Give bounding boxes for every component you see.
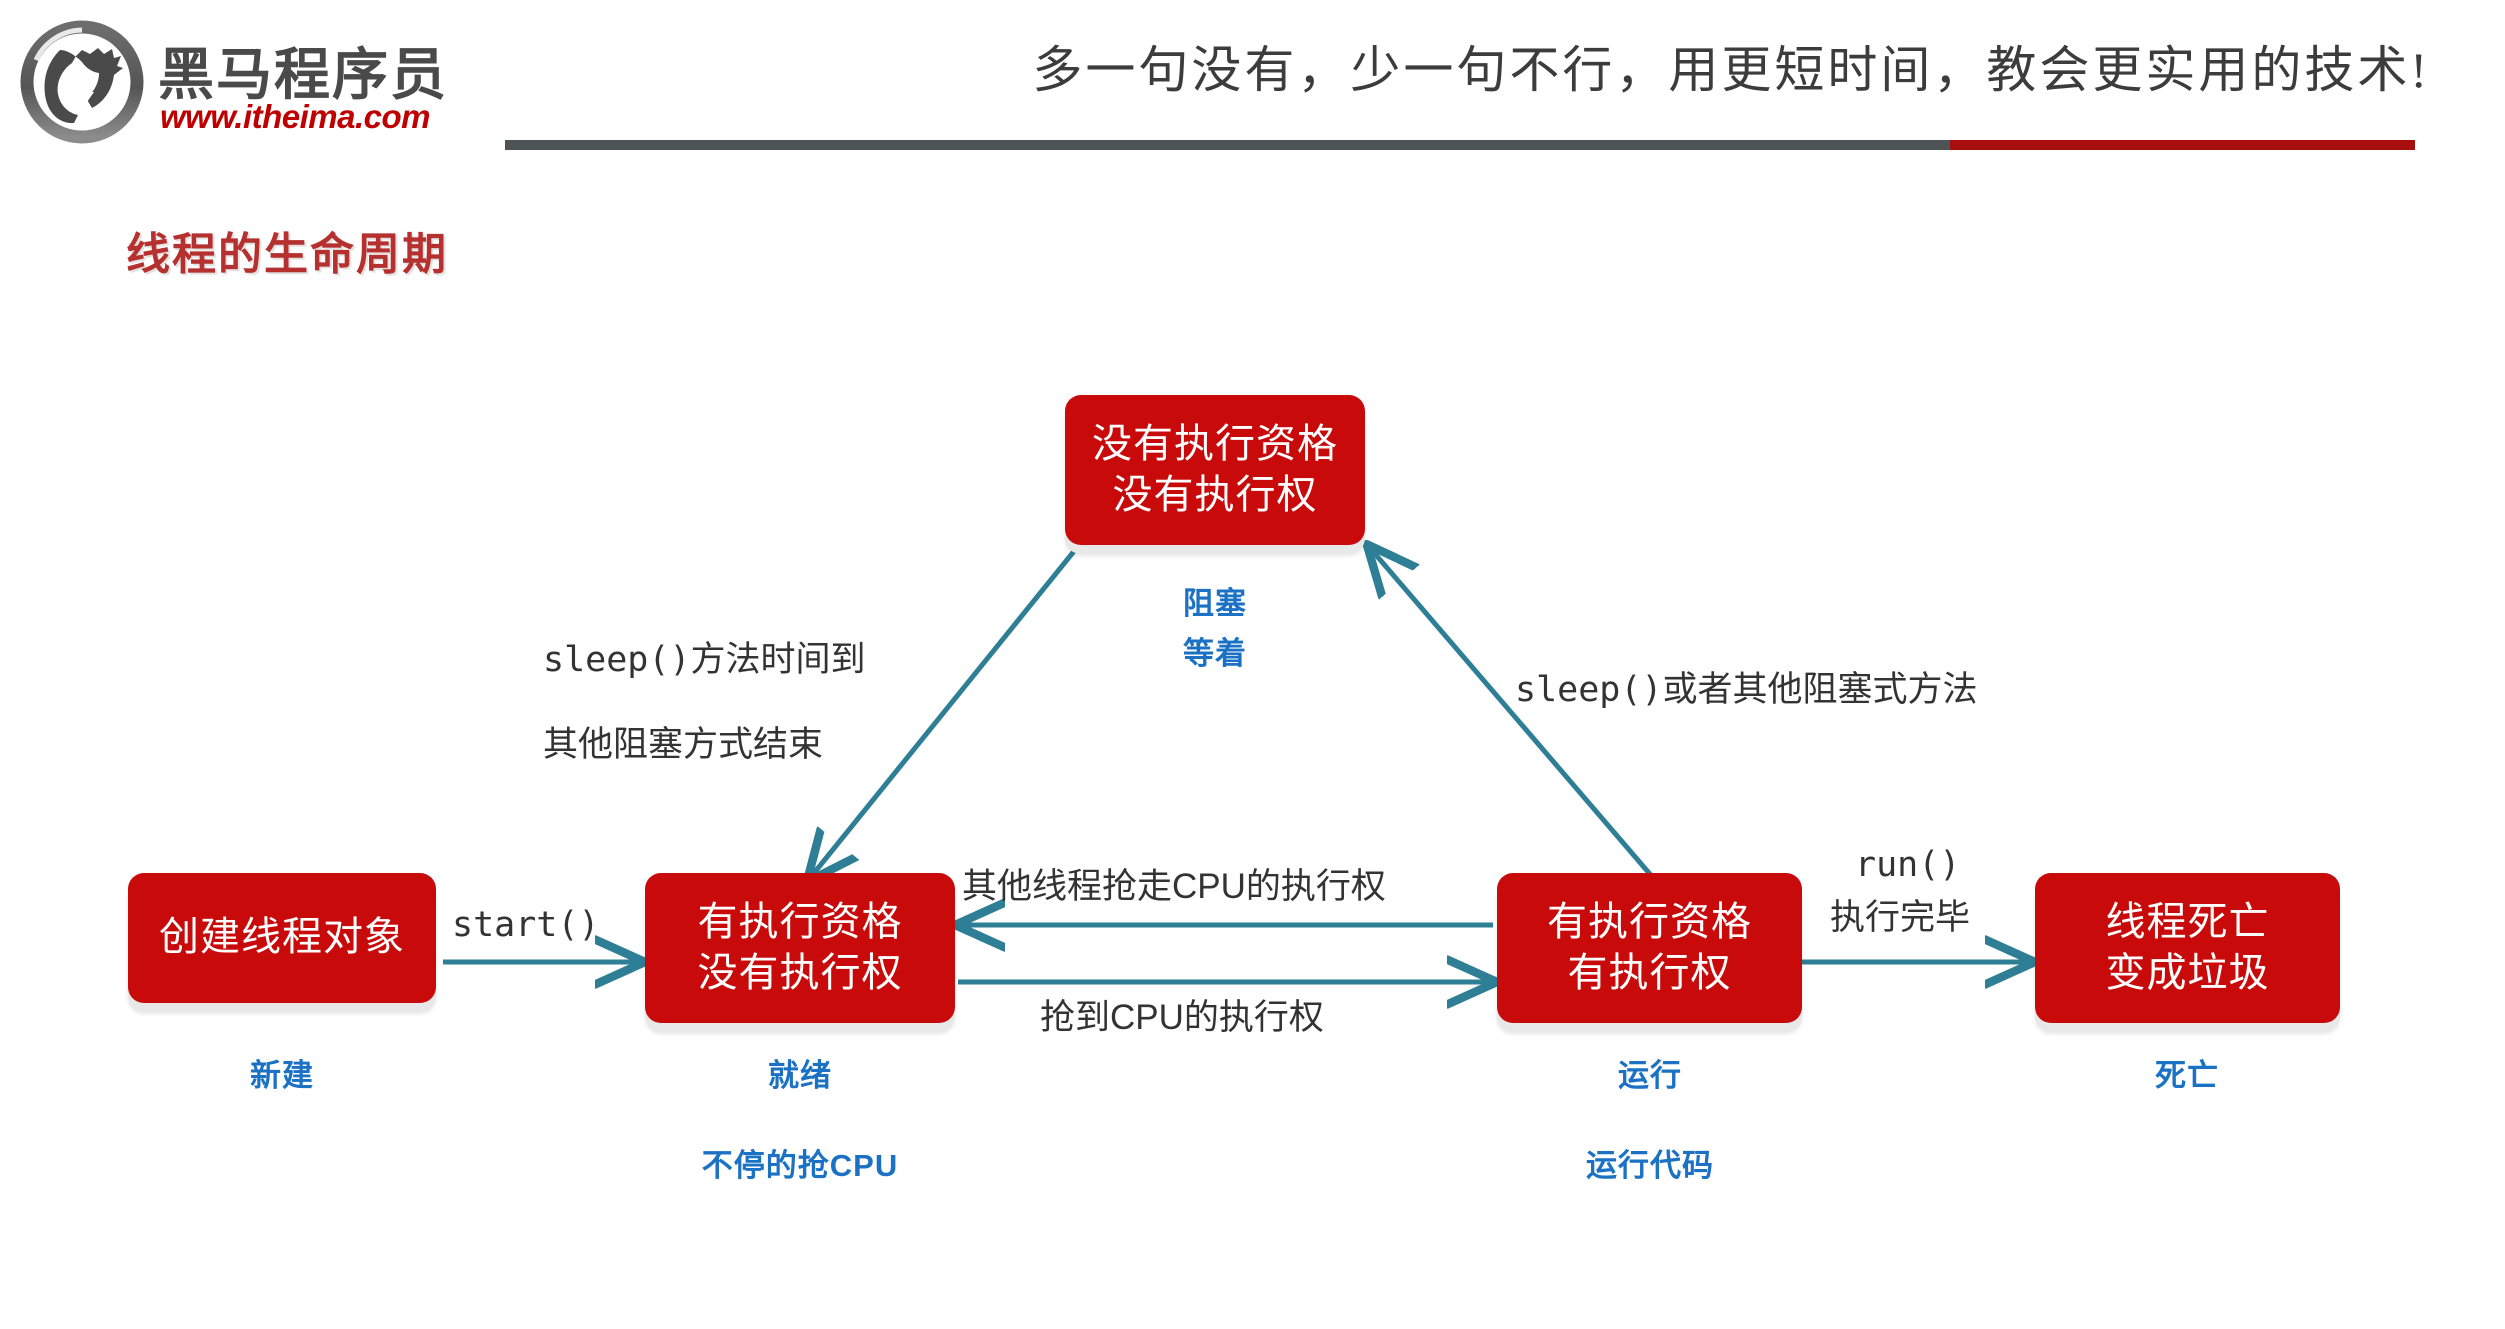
state-box-blocked-line1: 没有执行资格 <box>1092 421 1338 466</box>
edge-label-sleep-block: sleep()或者其他阻塞式方法 <box>1515 670 1978 710</box>
state-box-new-line1: 创建线程对象 <box>159 915 405 960</box>
state-box-dead-line2: 变成垃圾 <box>2105 951 2270 995</box>
state-box-runnable-line2: 没有执行权 <box>697 951 903 995</box>
state-box-running-line2: 有执行权 <box>1567 951 1732 995</box>
edge-label-preempted: 其他线程抢走CPU的执行权 <box>962 867 1386 906</box>
header-divider-red <box>1950 140 2415 150</box>
sub-label-running: 运行代码 <box>1585 1147 1715 1185</box>
state-box-new[interactable]: 创建线程对象 <box>128 873 436 1003</box>
header-slogan: 多一句没有，少一句不行，用更短时间，教会更实用的技术! <box>1032 42 2430 98</box>
brand-name-cn: 黑马程序员 <box>158 43 448 106</box>
brand-url: www.itheima.com <box>160 98 431 135</box>
edge-label-run-line2: 执行完毕 <box>1830 898 1971 937</box>
page-header: 黑马程序员 www.itheima.com 多一句没有，少一句不行，用更短时间，… <box>0 0 2505 160</box>
state-box-running-line1: 有执行资格 <box>1547 899 1752 944</box>
state-label-blocked: 阻塞 <box>1182 585 1248 623</box>
state-box-blocked-line2: 没有执行权 <box>1112 473 1318 517</box>
edge-label-run-line1: run() <box>1855 845 1961 885</box>
sub-label-blocked: 等着 <box>1182 635 1248 673</box>
state-box-blocked[interactable]: 没有执行资格 没有执行权 <box>1065 395 1365 545</box>
arrow-blocked-to-runnable <box>810 548 1077 878</box>
horse-head-logo-icon <box>20 20 144 144</box>
state-box-dead[interactable]: 线程死亡 变成垃圾 <box>2035 873 2340 1023</box>
state-label-dead: 死亡 <box>2154 1057 2220 1095</box>
state-label-new: 新建 <box>249 1057 315 1095</box>
header-divider-gray <box>505 140 1955 150</box>
state-box-dead-line1: 线程死亡 <box>2105 899 2270 944</box>
edge-label-got-cpu: 抢到CPU的执行权 <box>1040 998 1324 1037</box>
state-box-running[interactable]: 有执行资格 有执行权 <box>1497 873 1802 1023</box>
edge-label-sleep-done-line1: sleep()方法时间到 <box>543 640 866 680</box>
edge-label-sleep-done-line2: 其他阻塞方式结束 <box>543 725 824 765</box>
state-box-runnable[interactable]: 有执行资格 没有执行权 <box>645 873 955 1023</box>
sub-label-runnable: 不停的抢CPU <box>700 1147 899 1185</box>
state-label-runnable: 就绪 <box>767 1057 833 1095</box>
state-box-runnable-line1: 有执行资格 <box>697 899 903 944</box>
page-title: 线程的生命周期 <box>126 230 448 279</box>
state-label-running: 运行 <box>1617 1057 1683 1095</box>
edge-label-start: start() <box>452 905 600 945</box>
brand-logo: 黑马程序员 www.itheima.com <box>20 12 490 152</box>
